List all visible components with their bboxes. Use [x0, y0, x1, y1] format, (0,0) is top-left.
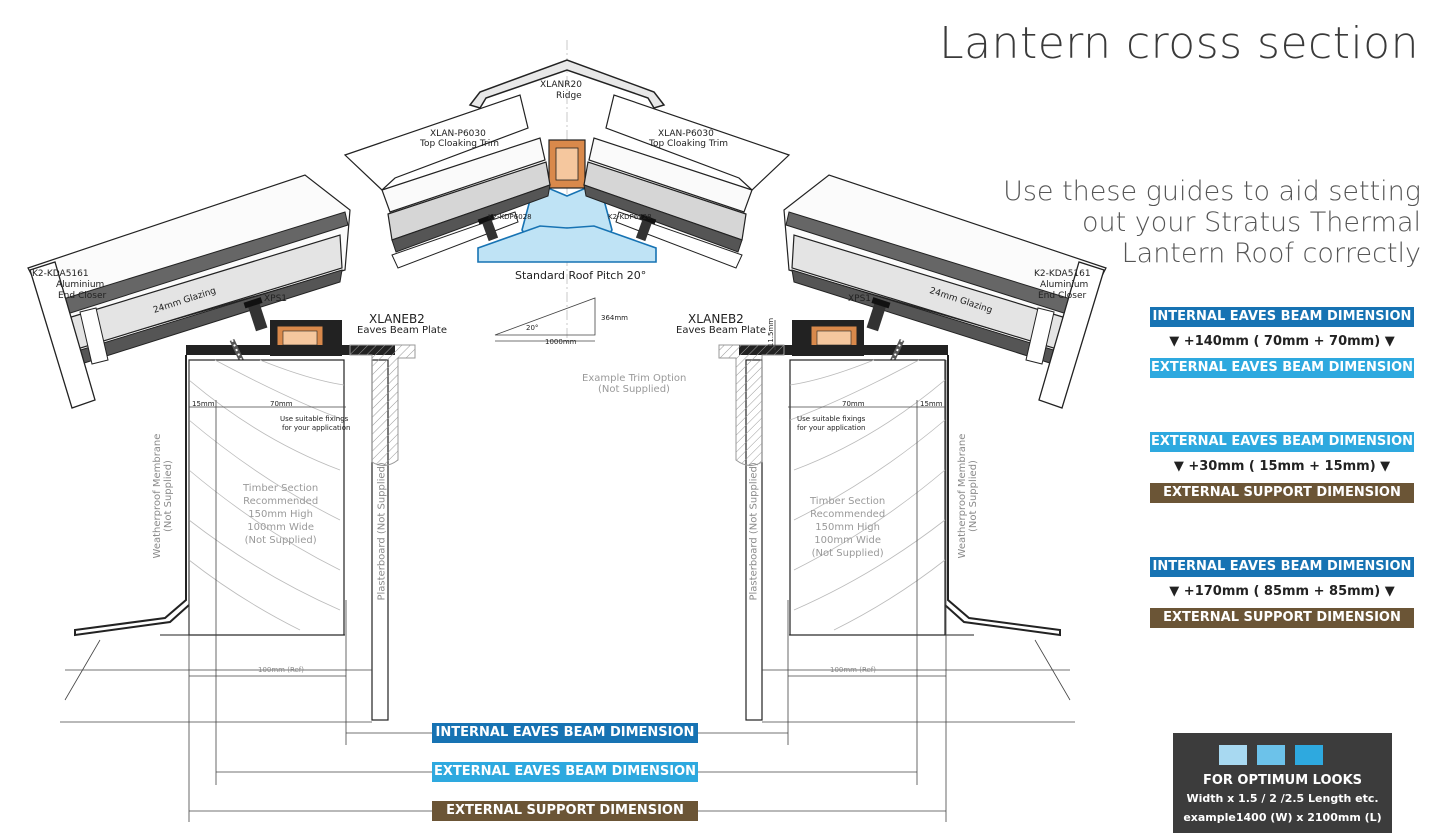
fixings-l1-right: Use suitable fixings: [797, 415, 866, 423]
trim-name-right: Top Cloaking Trim: [649, 139, 728, 149]
pitch-label: Standard Roof Pitch 20°: [515, 269, 647, 282]
guide-3-dimension: ▼ +170mm ( 85mm + 85mm) ▼: [1169, 584, 1395, 599]
timber-line: Timber Section: [243, 483, 319, 494]
pitch-rise-label: 364mm: [601, 314, 628, 322]
fixings-l2-right: for your application: [797, 424, 866, 432]
kdp-label-left: K2-KDP6028: [488, 213, 532, 221]
plasterboard-label-right: Plasterboard (Not Supplied): [748, 462, 760, 601]
xps-label-right: XPS1: [848, 294, 872, 304]
subtitle: Use these guides to aid setting out your…: [1003, 176, 1421, 269]
membrane-l2: (Not Supplied): [163, 460, 174, 532]
swatch-strong: [1295, 745, 1323, 765]
trim-name-left: Top Cloaking Trim: [420, 139, 499, 149]
guide-2-top-badge: EXTERNAL EAVES BEAM DIMENSION: [1150, 432, 1414, 452]
closer-l1-left: Aluminium: [56, 280, 105, 290]
guide-2-dimension: ▼ +30mm ( 15mm + 15mm) ▼: [1173, 459, 1391, 474]
timber-note-left: Timber Section Recommended 150mm High 10…: [243, 482, 318, 547]
optimum-looks-box: FOR OPTIMUM LOOKS Width x 1.5 / 2 /2.5 L…: [1173, 733, 1392, 833]
dim-115: 11.5mm: [767, 317, 776, 348]
external-support-dimension-badge: EXTERNAL SUPPORT DIMENSION: [432, 801, 698, 821]
timber-line: Recommended: [810, 509, 886, 520]
plasterboard-label-left: Plasterboard (Not Supplied): [376, 462, 388, 601]
pitch-run-label: 1000mm: [545, 338, 577, 346]
guide-3-bottom-badge: EXTERNAL SUPPORT DIMENSION: [1150, 608, 1414, 628]
dim-70-right: 70mm: [842, 400, 865, 408]
subtitle-line: Use these guides to aid setting: [1003, 176, 1421, 207]
page-title: Lantern cross section: [939, 18, 1419, 69]
ground-lines: [60, 639, 1075, 723]
optimum-ratio: Width x 1.5 / 2 /2.5 Length etc.: [1186, 792, 1379, 805]
beam-code-right: XLANEB2: [688, 312, 744, 326]
fixings-l1-left: Use suitable fixings: [280, 415, 349, 423]
ref-label-right: 100mm (Ref): [830, 666, 877, 674]
membrane-label-left: Weatherproof Membrane (Not Supplied): [152, 431, 174, 561]
fixings-l2-left: for your application: [282, 424, 351, 432]
ridge-assembly: [343, 59, 791, 269]
trim-option-l1: Example Trim Option: [582, 373, 687, 384]
timber-line: 100mm Wide: [814, 535, 881, 546]
timber-line: Timber Section: [810, 496, 886, 507]
trim-code-right: XLAN-P6030: [658, 129, 714, 139]
xps-label-left: XPS1: [264, 294, 288, 304]
trim-option-l2: (Not Supplied): [598, 384, 670, 395]
dim-15-left: 15mm: [192, 400, 215, 408]
pitch-angle-label: 20°: [526, 324, 539, 332]
subtitle-line: Lantern Roof correctly: [1121, 238, 1421, 269]
optimum-example: example1400 (W) x 2100mm (L): [1183, 811, 1382, 824]
ref-label-left: 100mm (Ref): [258, 666, 305, 674]
ridge-name-label: Ridge: [556, 91, 582, 101]
swatch-mid: [1257, 745, 1285, 765]
membrane-label-right: Weatherproof Membrane (Not Supplied): [957, 431, 979, 561]
timber-line: 150mm High: [248, 509, 313, 520]
membrane-l1: Weatherproof Membrane: [957, 433, 968, 559]
dim-70-left: 70mm: [270, 400, 293, 408]
trim-code-left: XLAN-P6030: [430, 129, 486, 139]
membrane-l1: Weatherproof Membrane: [152, 433, 163, 559]
right-eaves-assembly: [718, 297, 1061, 721]
swatch-pale: [1219, 745, 1247, 765]
closer-l2-left: End Closer: [58, 291, 107, 301]
external-eaves-dimension-badge: EXTERNAL EAVES BEAM DIMENSION: [432, 762, 698, 782]
beam-code-left: XLANEB2: [369, 312, 425, 326]
guide-2-bottom-badge: EXTERNAL SUPPORT DIMENSION: [1150, 483, 1414, 503]
guide-1-dimension: ▼ +140mm ( 70mm + 70mm) ▼: [1169, 334, 1395, 349]
timber-line: 100mm Wide: [247, 522, 314, 533]
closer-code-right: K2-KDA5161: [1034, 269, 1091, 279]
ridge-code-label: XLANR20: [540, 80, 582, 90]
right-glazing-panel: [783, 174, 1107, 409]
left-glazing-panel: [27, 174, 351, 409]
closer-code-left: K2-KDA5161: [32, 269, 89, 279]
closer-l1-right: Aluminium: [1040, 280, 1089, 290]
timber-note-right: Timber Section Recommended 150mm High 10…: [810, 495, 885, 560]
guide-1-bottom-badge: EXTERNAL EAVES BEAM DIMENSION: [1150, 358, 1414, 378]
guide-1-top-badge: INTERNAL EAVES BEAM DIMENSION: [1150, 307, 1414, 327]
kdp-label-right: K2-KDP6028: [608, 213, 652, 221]
guide-3-top-badge: INTERNAL EAVES BEAM DIMENSION: [1150, 557, 1414, 577]
timber-line: (Not Supplied): [244, 535, 317, 546]
membrane-l2: (Not Supplied): [968, 460, 979, 532]
beam-name-left: Eaves Beam Plate: [357, 325, 447, 336]
beam-name-right: Eaves Beam Plate: [676, 325, 766, 336]
timber-line: 150mm High: [815, 522, 880, 533]
closer-l2-right: End Closer: [1038, 291, 1087, 301]
subtitle-line: out your Stratus Thermal: [1081, 207, 1421, 238]
internal-eaves-dimension-badge: INTERNAL EAVES BEAM DIMENSION: [432, 723, 698, 743]
pitch-triangle: [494, 297, 596, 342]
timber-line: Recommended: [243, 496, 319, 507]
timber-line: (Not Supplied): [811, 548, 884, 559]
dim-15-right: 15mm: [920, 400, 943, 408]
optimum-heading: FOR OPTIMUM LOOKS: [1202, 773, 1363, 788]
left-eaves-assembly: [74, 297, 416, 721]
